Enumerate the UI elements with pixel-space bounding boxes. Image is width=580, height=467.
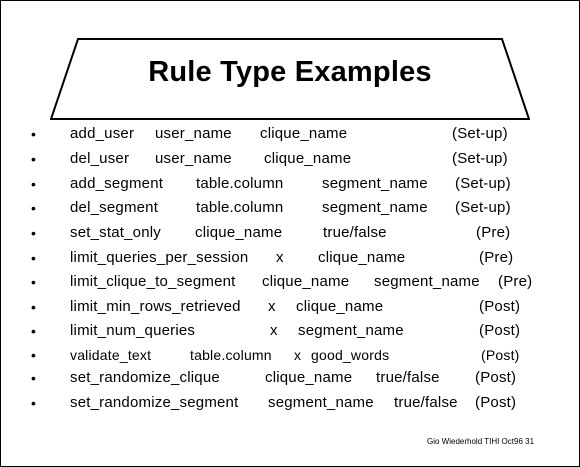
rule-phase: (Post) — [475, 394, 517, 411]
rule-name: limit_queries_per_session — [70, 249, 249, 266]
bullet-icon: • — [31, 225, 36, 241]
bullet-icon: • — [31, 323, 36, 339]
rule-row: • set_randomize_clique clique_name true/fal… — [0, 368, 580, 388]
rule-argument: clique_name — [264, 150, 352, 167]
rule-argument: table.column — [190, 347, 272, 363]
rule-argument: clique_name — [262, 273, 350, 290]
title-banner — [50, 38, 530, 120]
rule-argument: x — [268, 298, 276, 315]
rule-name: validate_text — [70, 347, 152, 363]
rule-argument: segment_name — [374, 273, 480, 290]
rule-argument: clique_name — [195, 224, 283, 241]
rule-name: set_stat_only — [70, 224, 161, 241]
rule-argument: clique_name — [296, 298, 384, 315]
rule-argument: segment_name — [322, 175, 428, 192]
rule-argument: segment_name — [322, 199, 428, 216]
rule-phase: (Pre) — [476, 224, 511, 241]
bullet-icon: • — [31, 176, 36, 192]
rule-argument: table.column — [196, 199, 284, 216]
bullet-icon: • — [31, 126, 36, 142]
rule-phase: (Post) — [475, 369, 517, 386]
rule-argument: true/false — [394, 394, 458, 411]
rule-argument: user_name — [155, 125, 232, 142]
rule-phase: (Post) — [481, 347, 520, 363]
rule-argument: segment_name — [298, 322, 404, 339]
rule-argument: clique_name — [260, 125, 348, 142]
rule-row: • limit_num_queries x segment_name (Post) — [0, 321, 580, 341]
rule-name: limit_min_rows_retrieved — [70, 298, 241, 315]
rule-row: • validate_text table.column x good_words (Po… — [0, 345, 580, 365]
rule-row: • limit_min_rows_retrieved x clique_name (Po… — [0, 297, 580, 317]
bullet-icon: • — [31, 347, 36, 363]
rule-name: set_randomize_segment — [70, 394, 239, 411]
bullet-icon: • — [31, 151, 36, 167]
rule-row: • del_user user_name clique_name (Set-up) — [0, 149, 580, 169]
rule-name: del_user — [70, 150, 130, 167]
rule-phase: (Set-up) — [452, 125, 508, 142]
rule-name: limit_num_queries — [70, 322, 196, 339]
bullet-icon: • — [31, 200, 36, 216]
rule-name: set_randomize_clique — [70, 369, 220, 386]
rule-phase: (Set-up) — [455, 175, 511, 192]
slide-footer: Gio Wiederhold TIHI Oct96 31 — [427, 437, 535, 446]
rule-name: del_segment — [70, 199, 159, 216]
bullet-icon: • — [31, 274, 36, 290]
rule-row: • set_stat_only clique_name true/false (Pre) — [0, 223, 580, 243]
rule-row: • del_segment table.column segment_name (Set… — [0, 198, 580, 218]
bullet-icon: • — [31, 370, 36, 386]
rule-phase: (Post) — [479, 298, 521, 315]
rule-name: add_segment — [70, 175, 164, 192]
slide-title: Rule Type Examples — [148, 56, 432, 88]
rule-argument: clique_name — [265, 369, 353, 386]
rule-argument: x — [270, 322, 278, 339]
bullet-icon: • — [31, 395, 36, 411]
rule-phase: (Pre) — [479, 249, 514, 266]
rule-row: • limit_queries_per_session x clique_name (P… — [0, 248, 580, 268]
rule-argument: true/false — [323, 224, 387, 241]
rule-name: limit_clique_to_segment — [70, 273, 236, 290]
rule-argument: user_name — [155, 150, 232, 167]
rule-phase: (Post) — [479, 322, 521, 339]
bullet-icon: • — [31, 299, 36, 315]
rule-row: • add_segment table.column segment_name (Set… — [0, 174, 580, 194]
bullet-icon: • — [31, 250, 36, 266]
rule-phase: (Set-up) — [455, 199, 511, 216]
rule-argument: x — [294, 347, 302, 363]
rule-argument: good_words — [311, 347, 390, 363]
rule-phase: (Set-up) — [452, 150, 508, 167]
rule-phase: (Pre) — [498, 273, 533, 290]
rule-name: add_user — [70, 125, 135, 142]
rule-row: • limit_clique_to_segment clique_name segme… — [0, 272, 580, 292]
rule-row: • add_user user_name clique_name (Set-up) — [0, 124, 580, 144]
rule-argument: x — [276, 249, 284, 266]
rule-row: • set_randomize_segment segment_name true/f… — [0, 393, 580, 413]
rule-argument: true/false — [376, 369, 440, 386]
rule-argument: clique_name — [318, 249, 406, 266]
rule-argument: segment_name — [268, 394, 374, 411]
rule-argument: table.column — [196, 175, 284, 192]
